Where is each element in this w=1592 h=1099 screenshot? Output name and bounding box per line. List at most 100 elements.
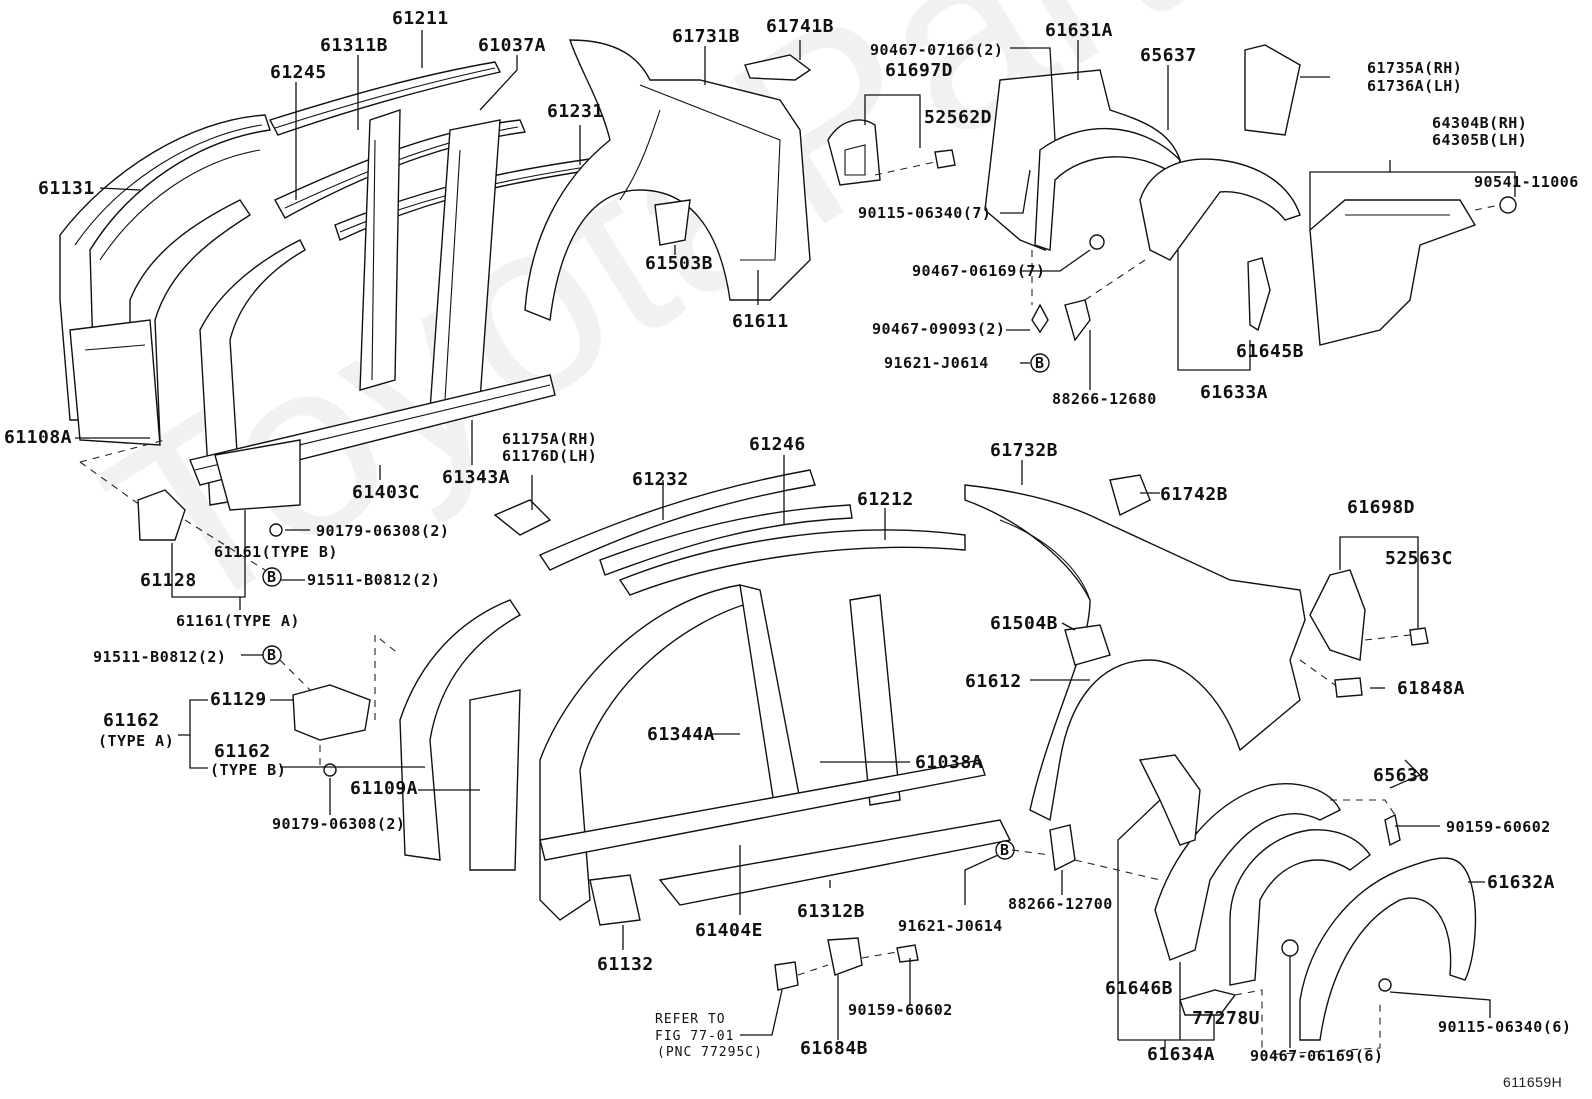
- label-61631A: 61631A: [1045, 20, 1114, 41]
- callout-b-label-mid: B: [267, 568, 277, 586]
- part-61632A-wheelhouse-outer-lower: [1299, 857, 1477, 1041]
- callout-b-label-top: B: [1035, 354, 1045, 372]
- label-61246: 61246: [749, 434, 806, 455]
- part-61646B-bracket: [1138, 754, 1201, 846]
- callout-b-top: [1030, 353, 1050, 373]
- part-61129-bracket: [292, 684, 371, 741]
- label-61132: 61132: [597, 954, 654, 975]
- part-61108A-cowl-side: [69, 319, 161, 446]
- part-61403C-rocker-panel: [189, 374, 556, 511]
- label-61632A: 61632A: [1487, 872, 1556, 893]
- part-61212-roof-side-rail-lower: [618, 529, 966, 596]
- part-77278U-bracket: [1179, 989, 1237, 1016]
- label-91511-B0812-bot: 91511-B0812(2): [93, 648, 227, 666]
- label-61175A: 61175A(RH): [502, 430, 598, 448]
- label-61212: 61212: [857, 489, 914, 510]
- part-90179-06308-nut-bot: [323, 763, 337, 777]
- label-61848A: 61848A: [1397, 678, 1466, 699]
- label-61129: 61129: [210, 689, 267, 710]
- label-91621-J0614-bot: 91621-J0614: [898, 917, 1003, 935]
- part-61633A-wheelhouse-inner: [1139, 158, 1301, 261]
- label-88266-12700: 88266-12700: [1008, 895, 1113, 913]
- label-90541-11006: 90541-11006: [1474, 173, 1579, 191]
- label-61161-type-a: 61161(TYPE A): [176, 612, 300, 630]
- refer-to-line2: FIG 77-01: [655, 1029, 735, 1044]
- label-90467-06169-6: 90467-06169(6): [1250, 1047, 1384, 1065]
- part-front-pillar-inner: [129, 199, 306, 506]
- label-61612: 61612: [965, 671, 1022, 692]
- label-61038A: 61038A: [915, 752, 984, 773]
- part-61645B-bracket: [1247, 257, 1271, 332]
- label-61645B: 61645B: [1236, 341, 1305, 362]
- label-90159-60602-right: 90159-60602: [1446, 818, 1551, 836]
- label-91621-J0614-top: 91621-J0614: [884, 354, 989, 372]
- label-61742B: 61742B: [1160, 484, 1229, 505]
- part-61232-roof-inner-lower: [538, 469, 816, 571]
- label-52562D: 52562D: [924, 107, 993, 128]
- label-90467-07166: 90467-07166(2): [870, 41, 1004, 59]
- part-88266-12700-bracket: [1049, 824, 1076, 872]
- label-91511-B0812-top: 91511-B0812(2): [307, 571, 441, 589]
- label-61162-a: 61162: [103, 710, 160, 731]
- label-61404E: 61404E: [695, 920, 764, 941]
- part-61131-front-pillar-outer: [59, 114, 271, 421]
- label-90179-06308-top: 90179-06308(2): [316, 522, 450, 540]
- label-61698D: 61698D: [1347, 497, 1416, 518]
- label-61231: 61231: [547, 101, 604, 122]
- part-61741B-bracket: [744, 54, 812, 81]
- label-61344A: 61344A: [647, 724, 716, 745]
- label-61403C: 61403C: [352, 482, 421, 503]
- label-61162-type-b: (TYPE B): [210, 761, 287, 779]
- part-61848A-plug: [1334, 677, 1363, 698]
- label-88266-12680: 88266-12680: [1052, 390, 1157, 408]
- label-90115-06340-7: 90115-06340(7): [858, 204, 992, 222]
- part-90179-06308-nut-top: [269, 523, 283, 537]
- label-90467-06169-7: 90467-06169(7): [912, 262, 1046, 280]
- part-61246-roof-rail-lower: [599, 504, 853, 576]
- figure-id: 611659H: [1503, 1074, 1563, 1090]
- part-90541-11006-plug: [1499, 196, 1517, 214]
- label-61108A: 61108A: [4, 427, 73, 448]
- dashed-assembly-lines: [79, 161, 1501, 1056]
- label-61697D: 61697D: [885, 60, 954, 81]
- label-61503B: 61503B: [645, 253, 714, 274]
- label-61131: 61131: [38, 178, 95, 199]
- part-61175A-bracket: [493, 499, 552, 536]
- label-61232: 61232: [632, 469, 689, 490]
- part-61211-roof-side-rail: [268, 61, 502, 136]
- label-61311B: 61311B: [320, 35, 389, 56]
- label-64305B: 64305B(LH): [1432, 131, 1528, 149]
- part-61698D-assembly: [1309, 569, 1366, 661]
- label-61633A: 61633A: [1200, 382, 1269, 403]
- callout-b-label-bottom: B: [1000, 841, 1010, 859]
- part-61735A-61736A-extension: [1244, 44, 1301, 136]
- label-61211: 61211: [392, 8, 449, 29]
- label-61245: 61245: [270, 62, 327, 83]
- label-61634A: 61634A: [1147, 1044, 1216, 1065]
- label-61312B: 61312B: [797, 901, 866, 922]
- label-61161-type-b: 61161(TYPE B): [214, 543, 338, 561]
- label-61741B: 61741B: [766, 16, 835, 37]
- label-61162-b: 61162: [214, 741, 271, 762]
- part-64304B-64305B-extension: [1309, 199, 1477, 346]
- label-61504B: 61504B: [990, 613, 1059, 634]
- part-61109A-cowl-side-lower: [399, 599, 522, 871]
- label-90467-09093: 90467-09093(2): [872, 320, 1006, 338]
- part-fasteners-lower: [774, 813, 1401, 992]
- label-90179-06308-bot: 90179-06308(2): [272, 815, 406, 833]
- part-61503B-bracket: [654, 199, 691, 246]
- label-61684B: 61684B: [800, 1038, 869, 1059]
- part-65638-wheelhouse-liner-lower: [1229, 829, 1371, 986]
- label-61646B: 61646B: [1105, 978, 1174, 999]
- label-61109A: 61109A: [350, 778, 419, 799]
- label-61037A: 61037A: [478, 35, 547, 56]
- part-61404E-rocker-outer: [539, 759, 986, 861]
- part-61697D-assembly: [827, 119, 881, 186]
- refer-to-line3: (PNC 77295C): [657, 1045, 763, 1060]
- part-61128-bracket: [137, 489, 186, 541]
- label-65637: 65637: [1140, 45, 1197, 66]
- part-61504B-bracket: [1064, 624, 1111, 666]
- part-52562D-bracket: [934, 149, 956, 169]
